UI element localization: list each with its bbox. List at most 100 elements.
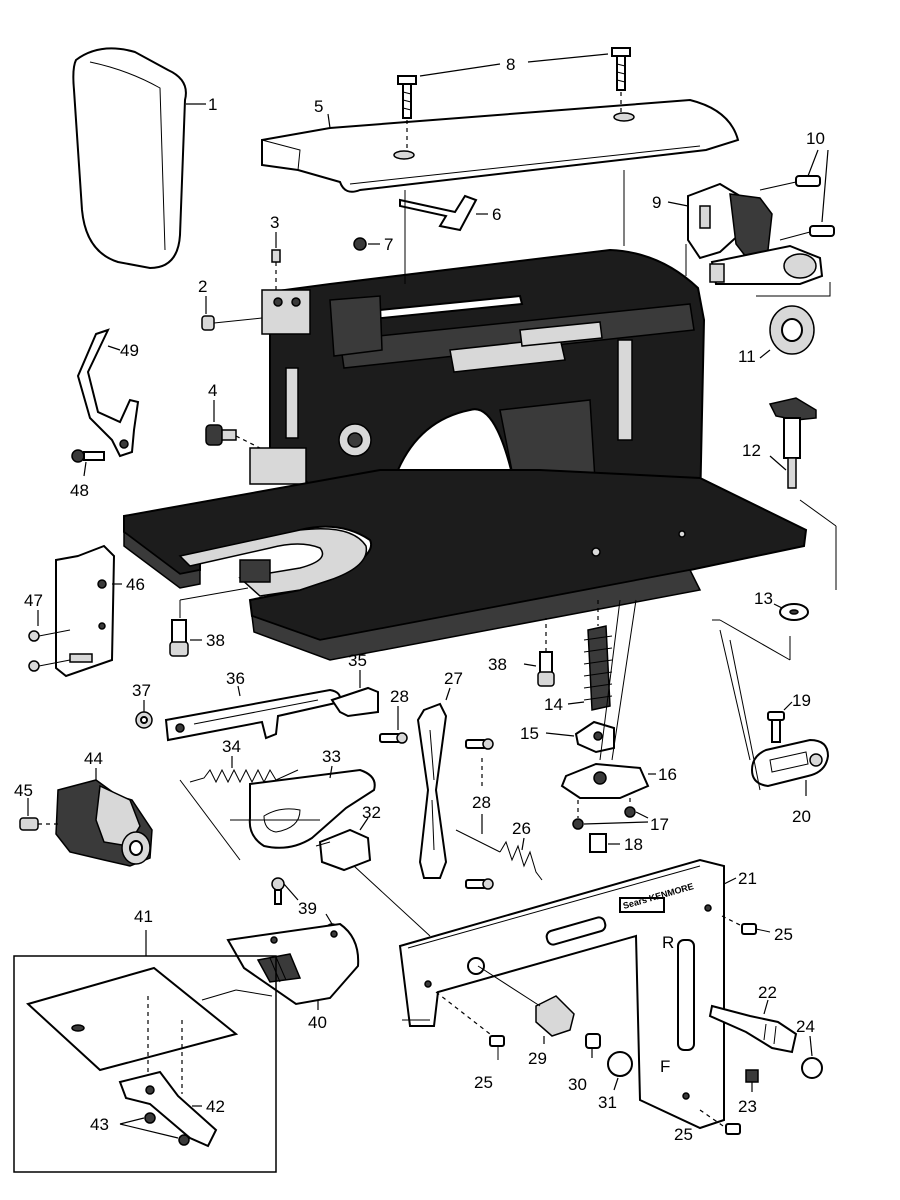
- part-36-bar: [164, 685, 342, 742]
- part-4-screw: [205, 400, 307, 485]
- callout-18: 18: [624, 835, 643, 854]
- part-46-plate: [55, 544, 122, 678]
- part-47-screws: [28, 610, 71, 672]
- part-40-throat-plate: [226, 922, 360, 1010]
- callout-35: 35: [348, 651, 367, 670]
- callout-13: 13: [754, 589, 773, 608]
- callout-41: 41: [134, 907, 153, 926]
- callout-11: 11: [738, 347, 756, 366]
- part-29-knob: [477, 965, 575, 1044]
- callout-49: 49: [120, 341, 139, 360]
- callout-8: 8: [506, 55, 515, 74]
- machine-head: [269, 248, 706, 530]
- part-37-nut: [135, 700, 153, 729]
- part-43-screws: [119, 1112, 190, 1146]
- callout-12: 12: [742, 441, 761, 460]
- callout-47: 47: [24, 591, 43, 610]
- callout-25c: 25: [674, 1125, 693, 1144]
- part-38-screws: [169, 587, 555, 687]
- callout-39: 39: [298, 899, 317, 918]
- base-plate: [123, 469, 808, 661]
- callout-29: 29: [528, 1049, 547, 1068]
- part-28-screws: [379, 706, 494, 890]
- callout-15: 15: [520, 724, 539, 743]
- callout-25a: 25: [774, 925, 793, 944]
- callout-28a: 28: [390, 687, 409, 706]
- callout-20: 20: [792, 807, 811, 826]
- part-2-screw: [201, 296, 263, 331]
- part-41-inset: [13, 930, 277, 1173]
- part-5-top-plate: [261, 98, 740, 193]
- callout-16: 16: [658, 765, 677, 784]
- callout-30: 30: [568, 1075, 587, 1094]
- callout-23: 23: [738, 1097, 757, 1116]
- guide-lines: [404, 170, 720, 621]
- callout-10: 10: [806, 129, 825, 148]
- callout-40: 40: [308, 1013, 327, 1032]
- part-33-guide: [248, 765, 376, 849]
- callout-28b: 28: [472, 793, 491, 812]
- part-1-top-cover: [72, 47, 206, 270]
- callout-9: 9: [652, 193, 661, 212]
- part-8-screws: [397, 47, 631, 150]
- part-32-eccentric: [179, 779, 431, 937]
- part-35-bracket: [330, 670, 379, 718]
- part-30-knob: [585, 1033, 601, 1058]
- callout-2: 2: [198, 277, 207, 296]
- part-13-washer: [719, 603, 809, 661]
- faceplate-forward-mark: F: [660, 1057, 670, 1076]
- callout-25b: 25: [474, 1073, 493, 1092]
- part-26-shaft: [455, 829, 543, 881]
- callout-1: 1: [208, 95, 217, 114]
- callout-46: 46: [126, 575, 145, 594]
- part-20-clamp: [719, 629, 830, 796]
- callout-6: 6: [492, 205, 501, 224]
- part-17-screws: [572, 798, 649, 830]
- callout-48: 48: [70, 481, 89, 500]
- part-19-screw: [767, 701, 793, 743]
- callout-4: 4: [208, 381, 217, 400]
- callout-32: 32: [362, 803, 381, 822]
- callout-42: 42: [206, 1097, 225, 1116]
- callout-19: 19: [792, 691, 811, 710]
- part-3-block: [261, 232, 311, 335]
- callout-labels: 1 2 3 4 5 6 7 8 9 10 11 12 13 14 15 16 1…: [14, 55, 825, 1144]
- callout-31: 31: [598, 1093, 617, 1112]
- part-10-screws: [759, 149, 835, 241]
- part-25-screws: [435, 915, 771, 1135]
- part-21-faceplate: [398, 858, 737, 1130]
- callout-45: 45: [14, 781, 33, 800]
- part-9-mechanism: [667, 182, 824, 285]
- callout-36: 36: [226, 669, 245, 688]
- callout-5: 5: [314, 97, 323, 116]
- callout-38b: 38: [488, 655, 507, 674]
- part-23-nut: [745, 1069, 759, 1092]
- part-22-shaft: [708, 999, 798, 1054]
- part-14-spring: [567, 600, 613, 711]
- callout-14: 14: [544, 695, 563, 714]
- part-24-disc: [801, 1035, 823, 1079]
- callout-21: 21: [738, 869, 757, 888]
- part-49-lever: [76, 328, 140, 458]
- callout-44: 44: [84, 749, 103, 768]
- callout-34: 34: [222, 737, 241, 756]
- part-45-screw: [19, 798, 58, 831]
- callout-33: 33: [322, 747, 341, 766]
- callout-38a: 38: [206, 631, 225, 650]
- part-11-washer: [756, 282, 831, 359]
- part-48-screw: [71, 449, 105, 477]
- part-31-disc: [607, 1051, 633, 1091]
- callout-3: 3: [270, 213, 279, 232]
- callout-7: 7: [384, 235, 393, 254]
- part-12-knob: [768, 397, 837, 590]
- part-34-spring: [189, 756, 299, 784]
- part-27-link: [416, 687, 451, 879]
- callout-26: 26: [512, 819, 531, 838]
- callout-27: 27: [444, 669, 463, 688]
- part-44-motor: [55, 768, 153, 867]
- callout-17: 17: [650, 815, 669, 834]
- callout-24: 24: [796, 1017, 815, 1036]
- callout-43: 43: [90, 1115, 109, 1134]
- part-6-bracket: [399, 194, 488, 232]
